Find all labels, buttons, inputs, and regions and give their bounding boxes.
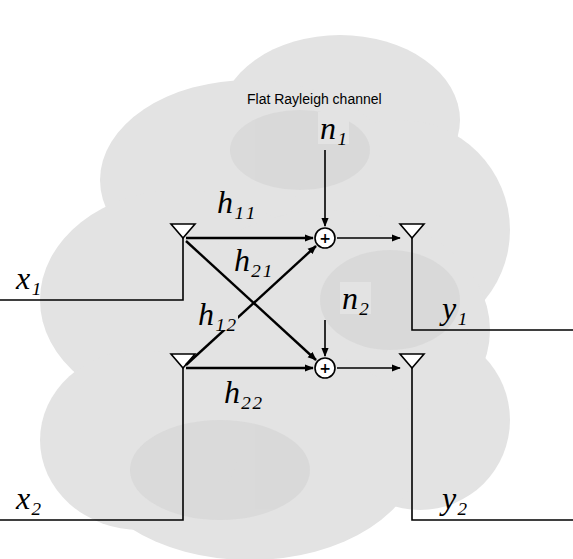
- cloud: [40, 35, 510, 559]
- channel-title: Flat Rayleigh channel: [245, 92, 384, 106]
- adder-circle: +: [314, 227, 336, 249]
- gain-name: h₂₁: [232, 244, 274, 276]
- gain-name: h₁₂: [196, 298, 238, 330]
- noise-name: n₁: [318, 112, 349, 144]
- wires: [0, 150, 573, 520]
- signal-name: y₂: [440, 482, 469, 514]
- signal-name: y₁: [440, 292, 469, 324]
- plus-sign: +: [314, 357, 336, 379]
- plus-sign: +: [314, 227, 336, 249]
- signal-name: x₂: [14, 482, 43, 514]
- gain-name: h₂₂: [222, 376, 264, 408]
- gain-name: h₁₁: [215, 186, 257, 218]
- noise-name: n₂: [340, 282, 371, 314]
- signal-name: x₁: [14, 262, 43, 294]
- adder-circle: +: [314, 357, 336, 379]
